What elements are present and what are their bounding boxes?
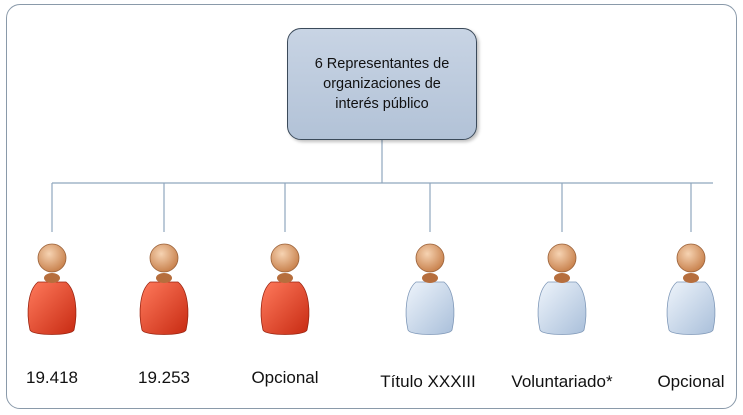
person-icon-red-2 [134, 232, 194, 342]
member-label-5: Voluntariado* [511, 372, 613, 391]
person-icon-blue-1 [400, 232, 460, 342]
person-icon-red-1 [22, 232, 82, 342]
member-label-1: 19.418 [26, 368, 78, 387]
member-label-4: Título XXXIII [380, 372, 476, 391]
root-node-label: 6 Representantes de organizaciones de in… [314, 56, 450, 112]
member-label-6: Opcional [657, 372, 725, 391]
member-label-2: 19.253 [138, 368, 190, 387]
person-icon-red-3 [255, 232, 315, 342]
root-node: 6 Representantes de organizaciones de in… [287, 28, 477, 140]
diagram-frame [6, 4, 737, 409]
person-icon-blue-3 [661, 232, 721, 342]
member-label-3: Opcional [251, 368, 319, 387]
person-icon-blue-2 [532, 232, 592, 342]
